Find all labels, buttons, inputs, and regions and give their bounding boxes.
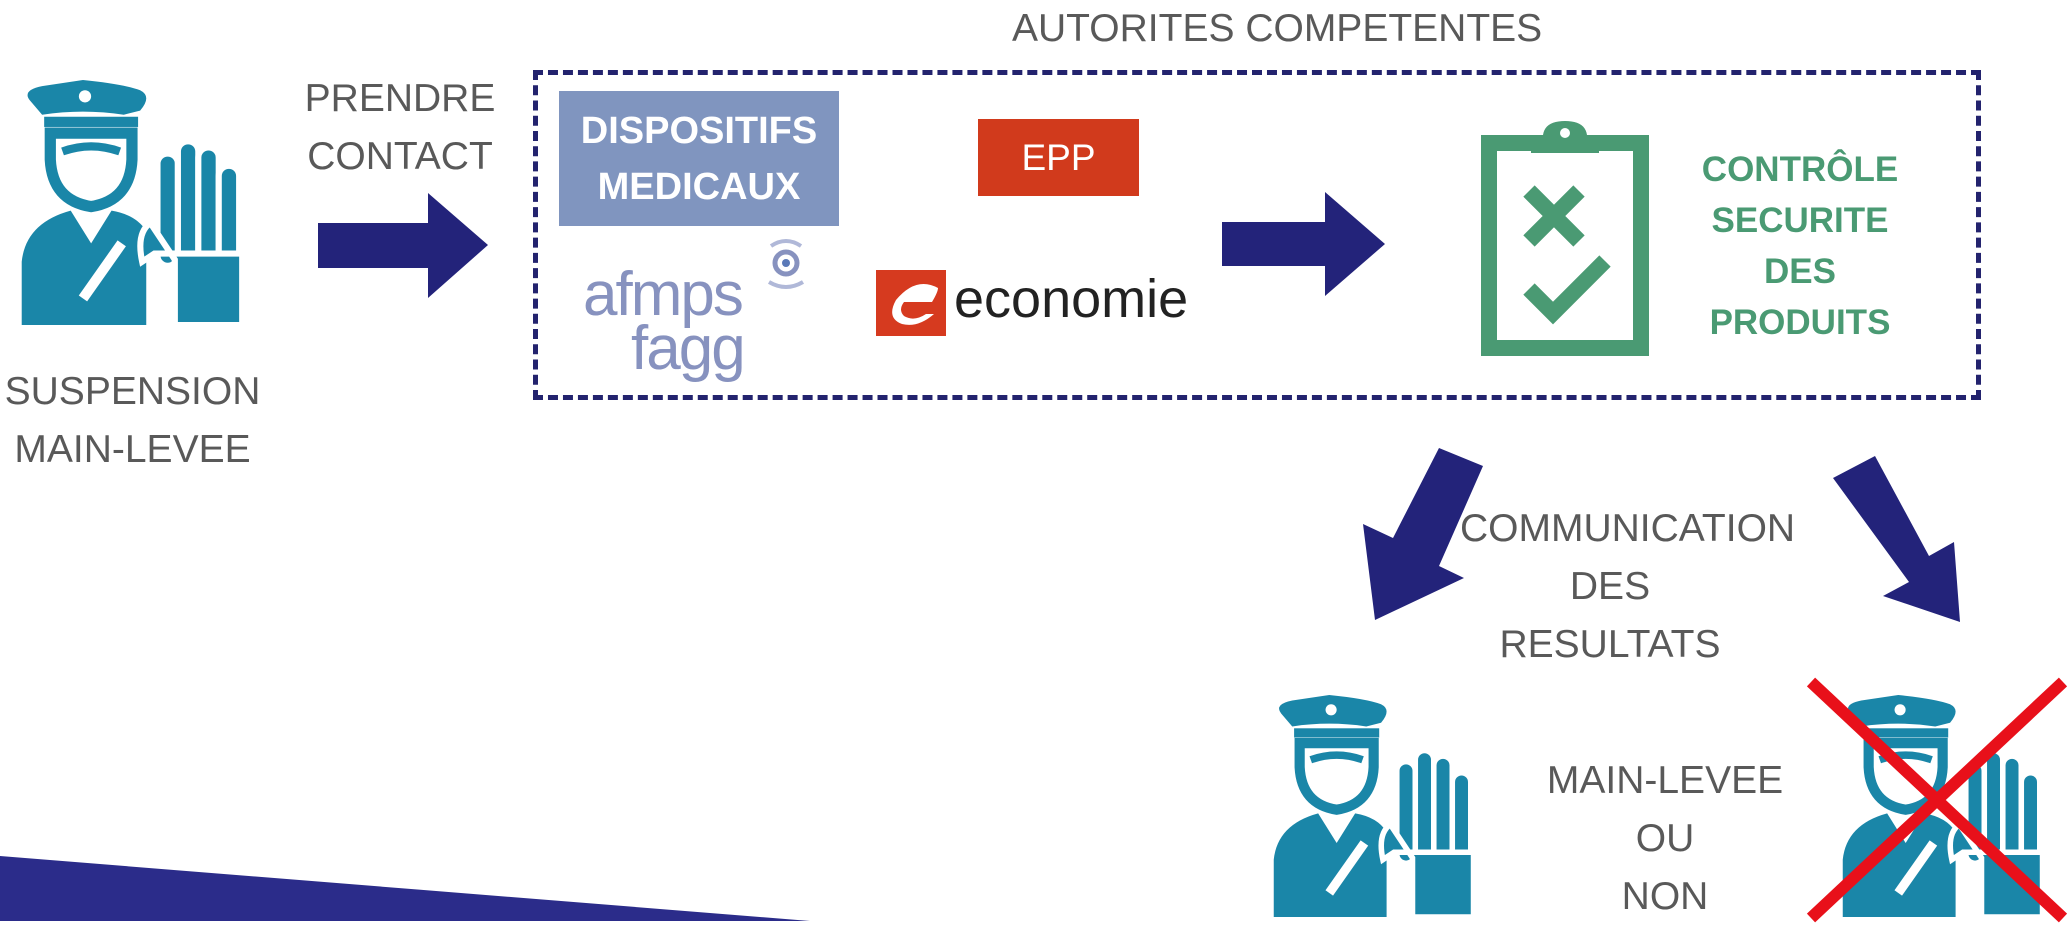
arrow-down-right-icon	[1833, 456, 1960, 622]
afmps-eye-icon	[767, 239, 805, 289]
outcome-label: MAIN-LEVEE OU NON	[1546, 759, 1784, 918]
arrow-down-left-icon	[1363, 448, 1483, 620]
dispositifs-medicaux-box: DISPOSITIFS MEDICAUX	[559, 91, 839, 226]
epp-box: EPP	[978, 119, 1139, 196]
suspension-label: SUSPENSION MAIN-LEVEE	[4, 370, 261, 471]
economie-logo: economie	[876, 262, 1216, 342]
page-title: AUTORITES COMPETENTES	[1012, 7, 1543, 50]
economie-e-icon	[876, 270, 946, 336]
decorative-band	[0, 856, 810, 921]
afmps-logo-line1: afmps	[583, 260, 744, 329]
afmps-logo: afmps fagg	[583, 239, 813, 400]
afmps-logo-line2: fagg	[631, 314, 746, 383]
clipboard-check-icon	[1481, 121, 1649, 356]
officer-icon	[14, 80, 254, 325]
economie-logo-text: economie	[954, 269, 1189, 329]
control-label: CONTRÔLE SECURITE DES PRODUITS	[1701, 150, 1899, 342]
authorities-frame	[533, 70, 1981, 400]
officer-icon	[1268, 695, 1483, 917]
arrow-right-icon	[1222, 192, 1385, 296]
red-cross-icon	[1806, 677, 2068, 923]
communication-label: COMMUNICATION DES RESULTATS	[1460, 507, 1796, 666]
arrow-right-icon	[318, 193, 488, 298]
contact-label: PRENDRE CONTACT	[304, 77, 496, 178]
